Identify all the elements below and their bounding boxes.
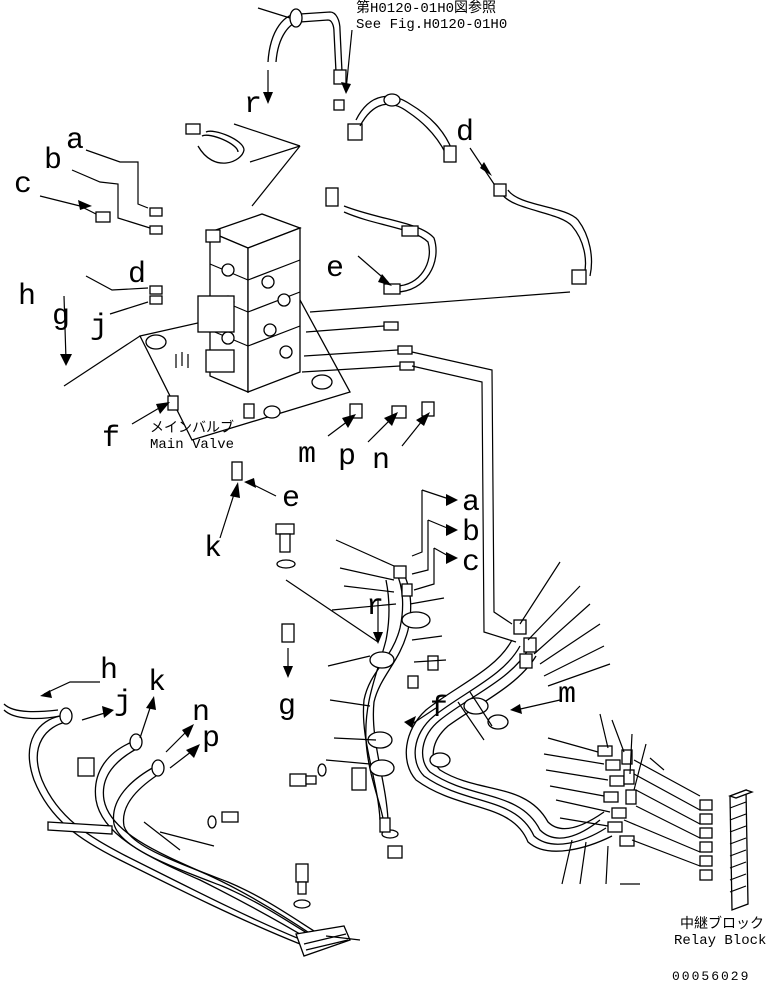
callout-p-bottom: p bbox=[202, 722, 220, 756]
callout-f-top: f bbox=[102, 422, 120, 456]
mounting-bolts bbox=[207, 523, 403, 909]
relay-block-label-en: Relay Block bbox=[674, 933, 766, 949]
callout-g-top: g bbox=[52, 300, 70, 334]
callout-b-mid: b bbox=[462, 516, 480, 550]
callout-a-top: a bbox=[66, 124, 84, 158]
main-valve-body bbox=[139, 213, 351, 441]
drawing-number: 00056029 bbox=[672, 969, 750, 984]
callout-k-bottom: k bbox=[148, 666, 166, 700]
callout-e-top: e bbox=[326, 252, 344, 286]
top-pipe-assembly bbox=[257, 7, 347, 104]
relay-block-label-jp: 中継ブロック bbox=[680, 915, 764, 933]
callout-r-mid: r bbox=[366, 590, 384, 624]
callout-p-top: p bbox=[338, 440, 356, 474]
upper-leader-lines bbox=[39, 123, 571, 643]
callout-h-bottom: h bbox=[100, 654, 118, 688]
see-fig-ref-jp: 第H0120-01H0図参照 bbox=[356, 0, 496, 17]
see-fig-ref-en: See Fig.H0120-01H0 bbox=[356, 17, 507, 33]
callout-h-top: h bbox=[18, 280, 36, 314]
callout-r-top: r bbox=[244, 88, 262, 122]
valve-fittings bbox=[95, 99, 435, 481]
callout-k-mid: k bbox=[204, 532, 222, 566]
callout-n-top: n bbox=[372, 444, 390, 478]
relay-block bbox=[699, 789, 754, 911]
callout-j-bottom: j bbox=[114, 686, 132, 720]
abc-leader-lines bbox=[411, 489, 458, 591]
callout-j-top: j bbox=[90, 310, 108, 344]
callout-a-mid: a bbox=[462, 486, 480, 520]
callout-g-mid: g bbox=[278, 690, 296, 724]
main-valve-label-jp: メインバルブ bbox=[150, 419, 234, 437]
valve-lower-leaders bbox=[131, 402, 430, 539]
main-valve-label-en: Main Valve bbox=[150, 437, 234, 453]
callout-c-mid: c bbox=[462, 546, 480, 580]
callout-c-top: c bbox=[14, 168, 32, 202]
callout-d-right: d bbox=[456, 116, 474, 150]
upper-hoses bbox=[185, 93, 593, 295]
callout-b-top: b bbox=[44, 144, 62, 178]
relay-fittings bbox=[543, 713, 701, 885]
callout-m-mid: m bbox=[558, 678, 576, 712]
callout-n-bottom: n bbox=[192, 696, 210, 730]
callout-d-left: d bbox=[128, 258, 146, 292]
callout-m-top: m bbox=[298, 438, 316, 472]
callout-e-mid: e bbox=[282, 482, 300, 516]
right-hose-bundle bbox=[405, 561, 613, 852]
left-hose-bundle bbox=[3, 681, 361, 957]
